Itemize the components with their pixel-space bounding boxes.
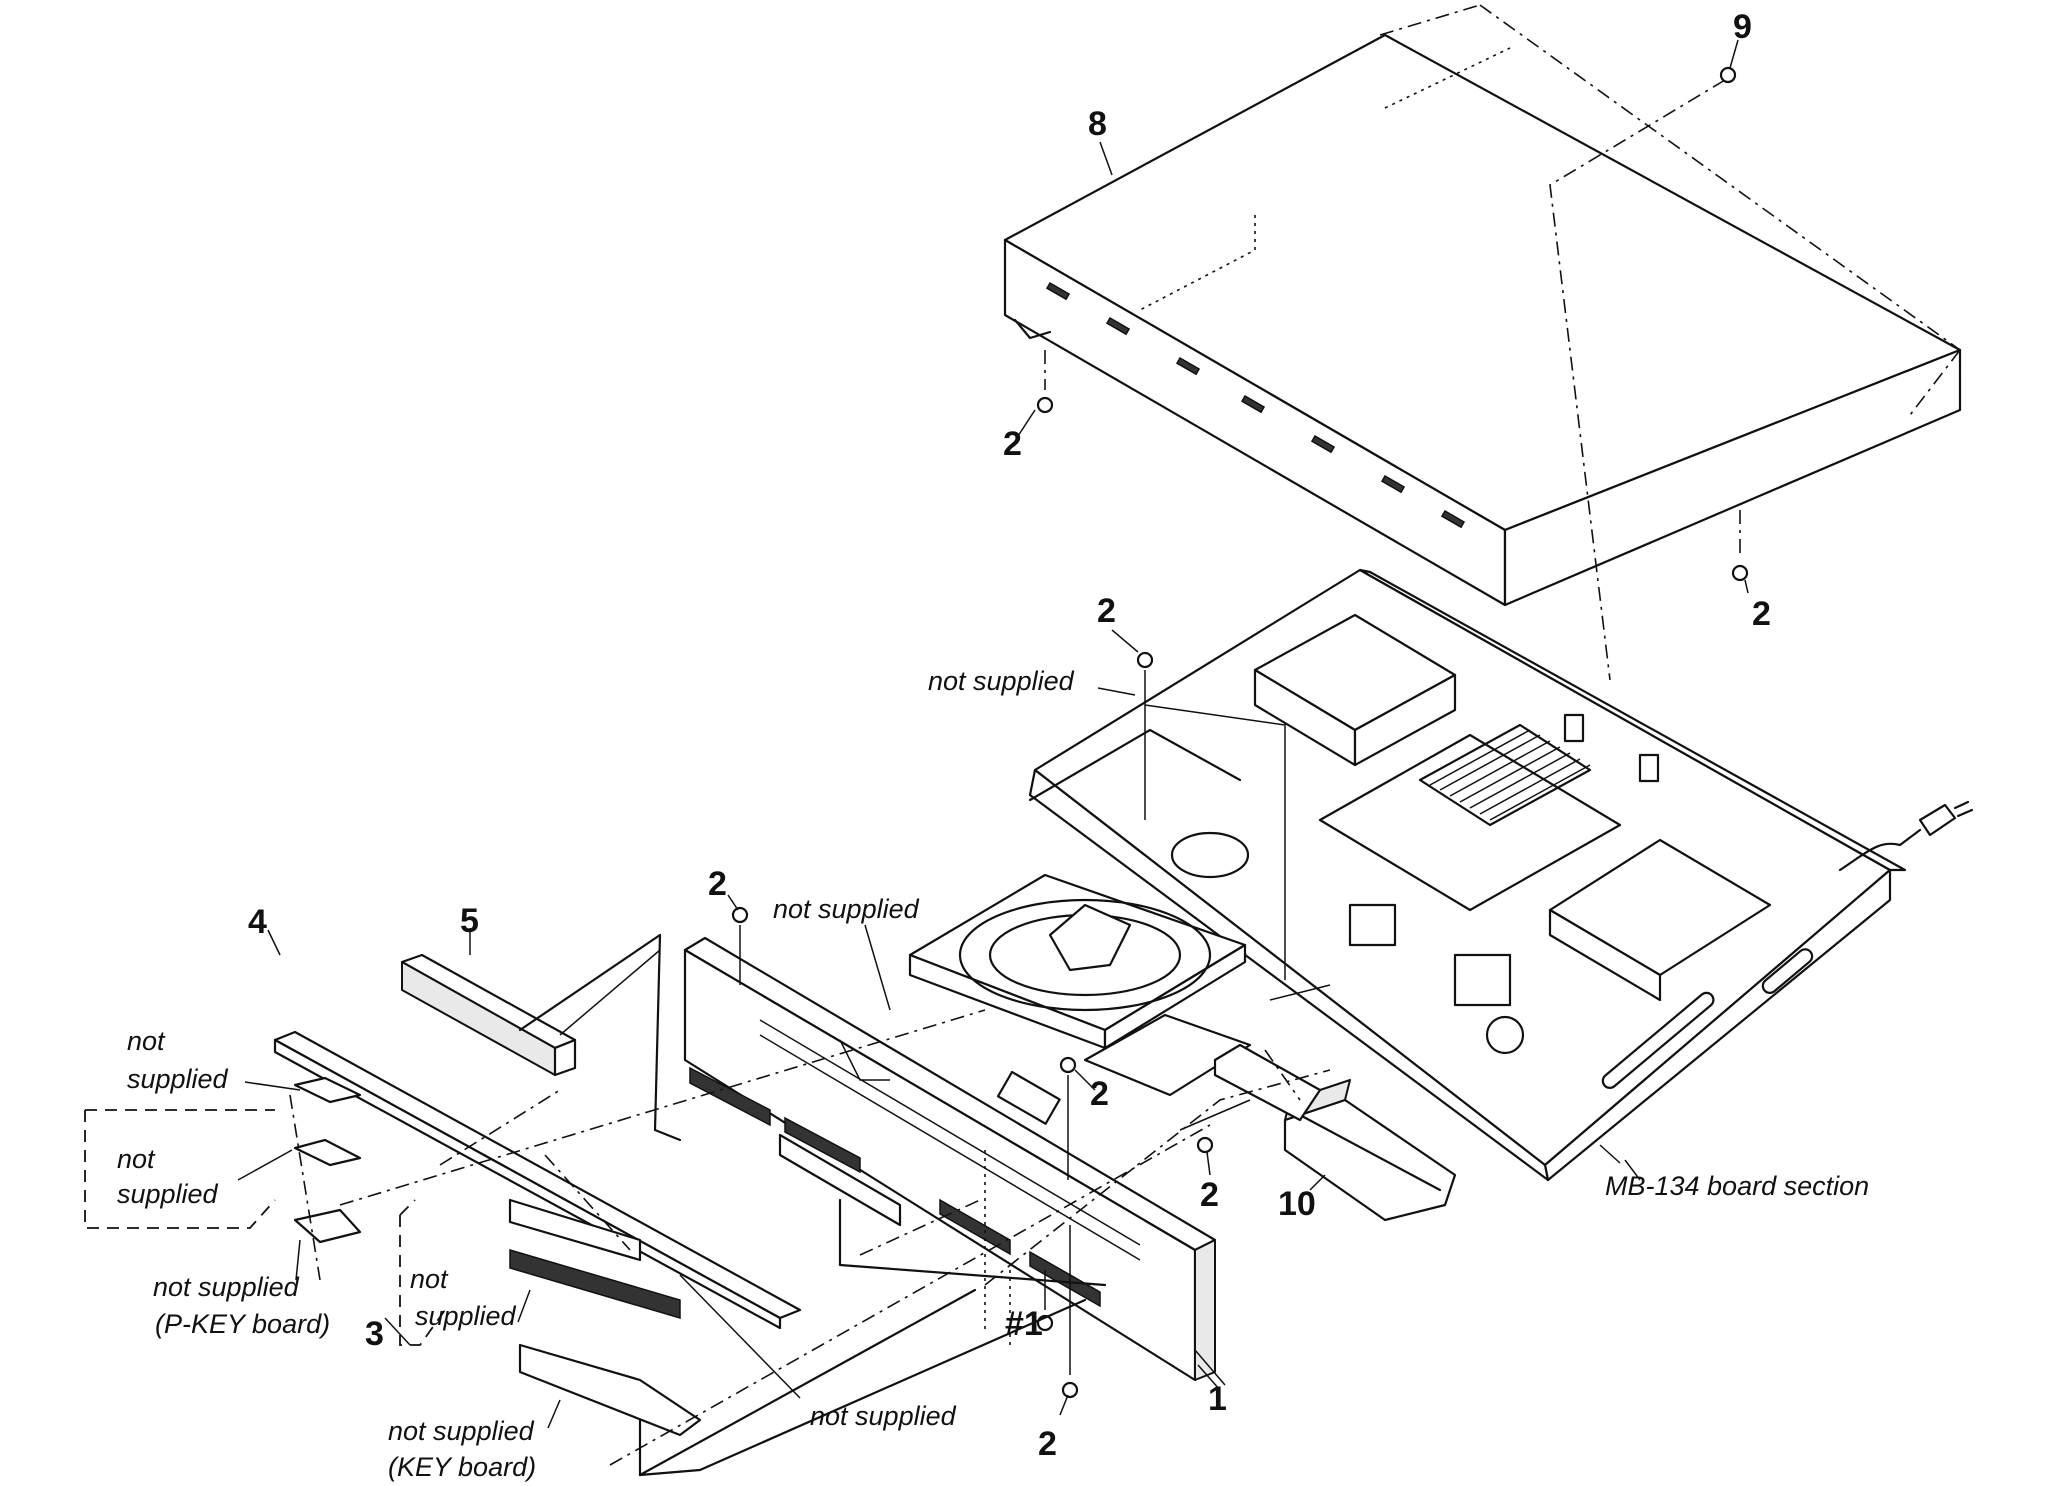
assembly-guide-lines <box>289 670 1641 1477</box>
cover-guide-lines <box>1044 4 1961 681</box>
leader-lines <box>237 39 1749 1429</box>
label-part-2-bracket: 2 <box>1200 1176 1219 1214</box>
annotation-notes: not supplied not supplied not supplied n… <box>117 666 1869 1482</box>
screws <box>731 66 1749 1399</box>
note-not-supplied-keys: not supplied <box>810 1401 957 1431</box>
note-not-supplied-pkey: not supplied <box>153 1272 300 1302</box>
label-part-2-front-top: 2 <box>708 865 727 903</box>
note-key-board: (KEY board) <box>388 1452 536 1482</box>
label-part-2-chassis: 2 <box>1097 592 1116 630</box>
label-part-3: 3 <box>365 1315 384 1353</box>
note-mb134-section: MB-134 board section <box>1605 1171 1869 1201</box>
main-chassis <box>1028 568 1974 1182</box>
label-part-9: 9 <box>1733 8 1752 46</box>
front-panel-part-1 <box>683 936 1217 1382</box>
label-part-2-tray: 2 <box>1090 1075 1109 1113</box>
note-pkey-board: (P-KEY board) <box>155 1309 330 1339</box>
note-not-line1-a: not <box>127 1026 166 1056</box>
window-strip-part-4 <box>273 1030 802 1330</box>
label-part-1: 1 <box>1208 1380 1227 1418</box>
label-part-8: 8 <box>1088 105 1107 143</box>
part-number-labels: 8 9 2 2 2 2 2 2 2 10 1 4 5 3 #1 <box>248 8 1771 1463</box>
label-part-10: 10 <box>1278 1185 1316 1223</box>
label-part-5: 5 <box>460 902 479 940</box>
note-not-supplied-chassis: not supplied <box>928 666 1075 696</box>
label-part-2-bottom: 2 <box>1038 1425 1057 1463</box>
chassis-front-bracket <box>1213 1043 1322 1122</box>
key-board-parts <box>508 1198 702 1437</box>
label-part-4: 4 <box>248 903 267 941</box>
p-key-parts <box>293 1076 362 1244</box>
label-ref-1: #1 <box>1005 1305 1043 1343</box>
note-supplied-line2-c: supplied <box>415 1301 517 1331</box>
note-supplied-line2-a: supplied <box>127 1064 229 1094</box>
heatsink <box>1418 723 1592 827</box>
note-not-line1-c: not <box>410 1264 449 1294</box>
disc-tray <box>908 873 1252 1097</box>
note-not-line1-b: not <box>117 1144 156 1174</box>
label-part-2-cover-left: 2 <box>1003 425 1022 463</box>
window-part-5 <box>400 953 577 1077</box>
label-part-2-cover-right: 2 <box>1752 595 1771 633</box>
note-supplied-line2-b: supplied <box>117 1179 219 1209</box>
note-not-supplied-keyboard: not supplied <box>388 1416 535 1446</box>
top-cover-part-8 <box>1003 33 1962 607</box>
note-not-supplied-tray: not supplied <box>773 894 920 924</box>
